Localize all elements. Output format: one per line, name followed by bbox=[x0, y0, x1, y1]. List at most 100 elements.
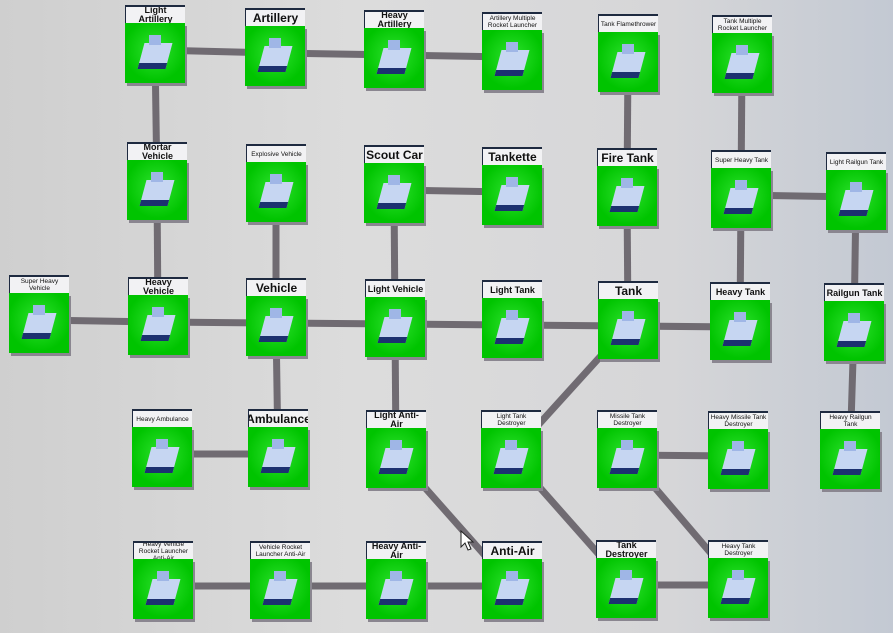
vehicle-turret-icon bbox=[390, 571, 402, 581]
tech-node-light-tank-destroyer[interactable]: Light Tank Destroyer bbox=[481, 410, 541, 488]
vehicle-turret-icon bbox=[272, 439, 284, 449]
tech-node-heavy-artillery[interactable]: Heavy Artillery bbox=[364, 10, 424, 88]
tech-node-label: Heavy Railgun Tank bbox=[820, 411, 880, 429]
tech-node-tank-flamethrower[interactable]: Tank Flamethrower bbox=[598, 14, 658, 92]
vehicle-thumbnail bbox=[598, 299, 658, 359]
vehicle-thumbnail bbox=[9, 293, 69, 353]
tech-node-label: Fire Tank bbox=[597, 148, 657, 166]
vehicle-turret-icon bbox=[735, 180, 747, 190]
vehicle-body-icon bbox=[494, 579, 530, 605]
tech-node-tankette[interactable]: Tankette bbox=[482, 147, 542, 225]
vehicle-thumbnail bbox=[366, 559, 426, 619]
vehicle-thumbnail bbox=[708, 429, 768, 489]
tech-node-explosive-vehicle[interactable]: Explosive Vehicle bbox=[246, 144, 306, 222]
tech-node-label: Super Heavy Vehicle bbox=[9, 275, 69, 293]
tech-node-anti-air[interactable]: Anti-Air bbox=[482, 541, 542, 619]
tech-node-heavy-vehicle[interactable]: Heavy Vehicle bbox=[128, 277, 188, 355]
vehicle-turret-icon bbox=[270, 308, 282, 318]
tech-node-label: Explosive Vehicle bbox=[246, 144, 306, 162]
tech-node-heavy-missile-tank-destroyer[interactable]: Heavy Missile Tank Destroyer bbox=[708, 411, 768, 489]
tech-node-label: Vehicle Rocket Launcher Anti-Air bbox=[250, 541, 310, 559]
vehicle-thumbnail bbox=[597, 166, 657, 226]
vehicle-turret-icon bbox=[621, 178, 633, 188]
vehicle-turret-icon bbox=[622, 311, 634, 321]
vehicle-body-icon bbox=[832, 449, 868, 475]
tech-node-super-heavy-vehicle[interactable]: Super Heavy Vehicle bbox=[9, 275, 69, 353]
vehicle-body-icon bbox=[723, 188, 759, 214]
vehicle-thumbnail bbox=[826, 170, 886, 230]
tech-node-scout-car[interactable]: Scout Car bbox=[364, 145, 424, 223]
vehicle-thumbnail bbox=[248, 427, 308, 487]
tech-node-vehicle-rl-aa[interactable]: Vehicle Rocket Launcher Anti-Air bbox=[250, 541, 310, 619]
vehicle-thumbnail bbox=[824, 301, 884, 361]
tech-node-tank[interactable]: Tank bbox=[598, 281, 658, 359]
tech-node-heavy-vehicle-rl-aa[interactable]: Heavy Vehicle Rocket Launcher Anti-Air bbox=[133, 541, 193, 619]
vehicle-turret-icon bbox=[850, 182, 862, 192]
vehicle-thumbnail bbox=[245, 26, 305, 86]
tech-node-light-anti-air[interactable]: Light Anti-Air bbox=[366, 410, 426, 488]
vehicle-thumbnail bbox=[710, 300, 770, 360]
tech-node-artillery[interactable]: Artillery bbox=[245, 8, 305, 86]
vehicle-body-icon bbox=[494, 318, 530, 344]
tech-node-label: Anti-Air bbox=[482, 541, 542, 559]
tech-node-label: Scout Car bbox=[364, 145, 424, 163]
tech-node-heavy-tank-destroyer[interactable]: Heavy Tank Destroyer bbox=[708, 540, 768, 618]
vehicle-body-icon bbox=[257, 46, 293, 72]
vehicle-turret-icon bbox=[390, 440, 402, 450]
tech-node-vehicle[interactable]: Vehicle bbox=[246, 278, 306, 356]
vehicle-thumbnail bbox=[597, 428, 657, 488]
vehicle-body-icon bbox=[838, 190, 874, 216]
vehicle-body-icon bbox=[378, 579, 414, 605]
vehicle-body-icon bbox=[144, 447, 180, 473]
vehicle-turret-icon bbox=[506, 310, 518, 320]
vehicle-body-icon bbox=[258, 316, 294, 342]
tech-node-label: Railgun Tank bbox=[824, 283, 884, 301]
vehicle-thumbnail bbox=[596, 558, 656, 618]
vehicle-turret-icon bbox=[844, 441, 856, 451]
tech-node-label: Artillery bbox=[245, 8, 305, 26]
vehicle-body-icon bbox=[137, 43, 173, 69]
tech-node-mortar-vehicle[interactable]: Mortar Vehicle bbox=[127, 142, 187, 220]
vehicle-body-icon bbox=[139, 180, 175, 206]
tech-node-heavy-railgun-tank[interactable]: Heavy Railgun Tank bbox=[820, 411, 880, 489]
tech-node-tank-destroyer[interactable]: Tank Destroyer bbox=[596, 540, 656, 618]
vehicle-turret-icon bbox=[736, 45, 748, 55]
tech-node-fire-tank[interactable]: Fire Tank bbox=[597, 148, 657, 226]
vehicle-body-icon bbox=[494, 50, 530, 76]
tech-node-label: Heavy Vehicle Rocket Launcher Anti-Air bbox=[133, 541, 193, 559]
vehicle-body-icon bbox=[494, 185, 530, 211]
mouse-cursor-icon bbox=[460, 530, 475, 551]
tech-node-label: Heavy Missile Tank Destroyer bbox=[708, 411, 768, 429]
tech-node-label: Light Tank bbox=[482, 280, 542, 298]
tech-node-heavy-anti-air[interactable]: Heavy Anti-Air bbox=[366, 541, 426, 619]
tech-node-artillery-mrl[interactable]: Artillery Multiple Rocket Launcher bbox=[482, 12, 542, 90]
vehicle-thumbnail bbox=[364, 28, 424, 88]
tech-node-tank-mrl[interactable]: Tank Multiple Rocket Launcher bbox=[712, 15, 772, 93]
tech-node-super-heavy-tank[interactable]: Super Heavy Tank bbox=[711, 150, 771, 228]
tech-node-light-railgun-tank[interactable]: Light Railgun Tank bbox=[826, 152, 886, 230]
tech-node-label: Missile Tank Destroyer bbox=[597, 410, 657, 428]
tech-node-heavy-ambulance[interactable]: Heavy Ambulance bbox=[132, 409, 192, 487]
tech-node-light-tank[interactable]: Light Tank bbox=[482, 280, 542, 358]
vehicle-body-icon bbox=[610, 319, 646, 345]
tech-node-missile-tank-destroyer[interactable]: Missile Tank Destroyer bbox=[597, 410, 657, 488]
tech-node-heavy-tank[interactable]: Heavy Tank bbox=[710, 282, 770, 360]
vehicle-thumbnail bbox=[711, 168, 771, 228]
vehicle-thumbnail bbox=[246, 162, 306, 222]
tech-node-label: Light Tank Destroyer bbox=[481, 410, 541, 428]
vehicle-body-icon bbox=[260, 447, 296, 473]
vehicle-body-icon bbox=[376, 48, 412, 74]
vehicle-turret-icon bbox=[152, 307, 164, 317]
tech-node-label: Ambulance bbox=[248, 409, 308, 427]
tech-node-ambulance[interactable]: Ambulance bbox=[248, 409, 308, 487]
tech-node-light-artillery[interactable]: Light Artillery bbox=[125, 5, 185, 83]
tech-node-label: Light Anti-Air bbox=[366, 410, 426, 428]
tech-node-label: Mortar Vehicle bbox=[127, 142, 187, 160]
vehicle-turret-icon bbox=[506, 42, 518, 52]
vehicle-body-icon bbox=[262, 579, 298, 605]
tech-node-light-vehicle[interactable]: Light Vehicle bbox=[365, 279, 425, 357]
vehicle-thumbnail bbox=[482, 298, 542, 358]
tech-node-railgun-tank[interactable]: Railgun Tank bbox=[824, 283, 884, 361]
vehicle-turret-icon bbox=[389, 309, 401, 319]
